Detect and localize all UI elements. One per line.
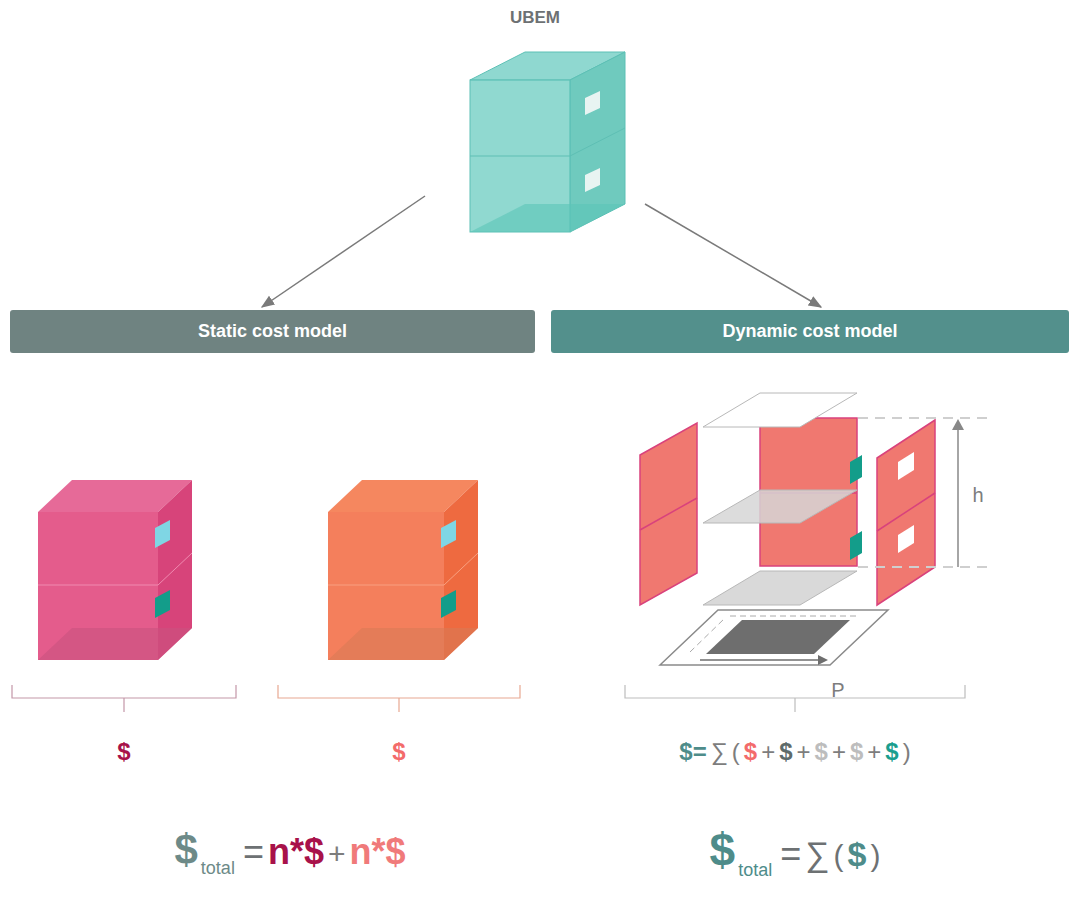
formula-part: )	[870, 839, 880, 873]
footprint-shape	[706, 620, 850, 654]
formula-part: $	[885, 738, 898, 766]
model-band: Static cost model	[10, 310, 535, 353]
formula-part: $	[174, 826, 197, 874]
pink-building	[38, 480, 192, 660]
height-arrowhead	[952, 419, 964, 430]
formula-part: total	[201, 858, 235, 879]
pink-floor-line	[158, 553, 192, 585]
orange-base	[328, 628, 478, 660]
ubem-building	[470, 52, 625, 232]
orange-window	[441, 520, 456, 548]
formula-part: P	[831, 679, 844, 702]
roof-panel	[703, 393, 857, 427]
formula-part: )	[903, 738, 911, 766]
wall-panel	[640, 423, 697, 605]
formula-part: +	[328, 837, 346, 871]
band-title: Dynamic cost model	[722, 321, 897, 342]
band-title: Static cost model	[198, 321, 347, 342]
perimeter-line	[730, 616, 860, 617]
formula-part: +	[797, 738, 811, 766]
height-arrow	[957, 428, 959, 567]
formula-part: =	[243, 831, 264, 873]
formula-part: +	[832, 738, 846, 766]
formula-part: $	[850, 738, 863, 766]
orange-floor-line	[328, 585, 444, 586]
total-formula: $total=∑($)	[708, 823, 883, 877]
perimeter-line	[690, 618, 725, 652]
window-opening	[898, 452, 914, 480]
teal-floor-line	[570, 128, 625, 156]
orange-window	[441, 590, 456, 618]
bracket	[278, 685, 520, 712]
perimeter-arrow	[700, 659, 818, 661]
dimension-line	[858, 566, 990, 568]
window-panel	[850, 455, 862, 484]
teal-base	[470, 204, 625, 232]
window-opening	[898, 525, 914, 553]
total-formula: $total=n*$+n*$	[172, 826, 407, 874]
dimension-label: P	[829, 679, 846, 702]
model-title: UBEM	[510, 4, 560, 28]
exploded-building	[640, 393, 990, 665]
floor-panel	[703, 490, 857, 523]
footprint	[660, 610, 888, 665]
flow-arrow	[262, 196, 425, 307]
wall-floor-line	[877, 493, 935, 531]
formula-part: $	[847, 835, 866, 874]
pink-floor-line	[38, 585, 158, 586]
bracket	[12, 685, 236, 712]
formula-part: n*$	[268, 831, 324, 873]
wall-panel	[877, 420, 935, 605]
pink-window	[155, 590, 170, 618]
bracket	[625, 685, 965, 712]
formula-part: $	[815, 738, 828, 766]
orange-building	[328, 480, 478, 660]
formula-part: $=	[679, 738, 706, 766]
formula-part: +	[761, 738, 775, 766]
teal-floor-line	[470, 156, 570, 157]
pink-window	[155, 520, 170, 548]
pink-base	[38, 628, 192, 660]
building-model: UBEM	[425, 4, 645, 236]
dimension-line	[858, 417, 990, 419]
wall-floor-line	[640, 498, 697, 530]
model-band: Dynamic cost model	[551, 310, 1069, 353]
formula-part: $	[710, 823, 736, 877]
formula-part: $	[117, 738, 130, 766]
formula-part: +	[867, 738, 881, 766]
formula-part: ∑	[805, 835, 829, 874]
floor-panel	[703, 571, 857, 605]
window-panel	[850, 531, 862, 560]
formula-part: total	[738, 860, 772, 881]
formula-part: (	[833, 839, 843, 873]
formula-part: ∑	[711, 738, 728, 766]
cost-formula: $=∑($+$+$+$+$)	[677, 738, 912, 766]
formula-part: $	[779, 738, 792, 766]
cost-symbol: $	[115, 738, 132, 766]
cost-symbol: $	[390, 738, 407, 766]
orange-floor-line	[444, 553, 478, 585]
dimension-label: h	[970, 484, 985, 507]
flow-arrow	[645, 204, 821, 307]
formula-part: =	[780, 833, 801, 875]
formula-part: (	[732, 738, 740, 766]
teal-window	[585, 91, 600, 115]
formula-part: $	[744, 738, 757, 766]
formula-part: $	[392, 738, 405, 766]
formula-part: n*$	[349, 831, 405, 873]
formula-part: h	[972, 484, 983, 507]
perimeter-arrowhead	[818, 655, 828, 665]
teal-window	[585, 168, 600, 192]
